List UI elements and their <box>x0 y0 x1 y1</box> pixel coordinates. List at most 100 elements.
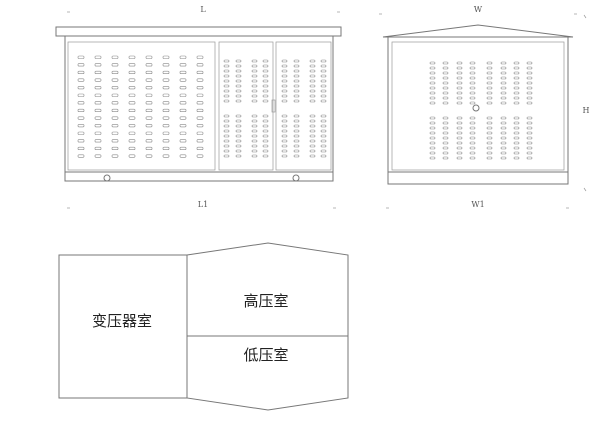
vent-slot <box>196 124 204 128</box>
vent-slot <box>429 101 436 105</box>
vent-slot <box>526 146 533 150</box>
vent-slot <box>179 108 187 112</box>
vent-slot <box>223 69 230 73</box>
vent-slot <box>486 156 493 160</box>
vent-slot <box>145 146 153 150</box>
vent-slot <box>309 144 316 148</box>
vent-slot <box>469 116 476 120</box>
vent-slot <box>179 131 187 135</box>
vent-slot <box>456 81 463 85</box>
vent-slot <box>429 156 436 160</box>
vent-slot <box>456 141 463 145</box>
vent-slot <box>196 78 204 82</box>
vent-slot <box>128 86 136 90</box>
vent-slot <box>111 108 119 112</box>
vent-slot <box>309 94 316 98</box>
vent-slot <box>179 86 187 90</box>
vent-slot <box>469 121 476 125</box>
vent-slot <box>235 99 242 103</box>
vent-slot <box>196 63 204 67</box>
vent-slot <box>162 86 170 90</box>
vent-slot <box>500 96 507 100</box>
vent-slot <box>469 66 476 70</box>
vent-slot <box>293 149 300 153</box>
vent-slot <box>429 136 436 140</box>
vent-slot <box>196 146 204 150</box>
vent-slot <box>429 61 436 65</box>
vent-slot <box>94 101 102 105</box>
vent-slot <box>309 84 316 88</box>
vent-slot <box>77 154 85 158</box>
vent-slot <box>281 69 288 73</box>
vent-slot <box>526 116 533 120</box>
vent-slot <box>162 55 170 59</box>
side-vents <box>429 61 533 160</box>
switch-rooms-outline <box>186 242 349 411</box>
vent-slot <box>469 146 476 150</box>
vent-slot <box>145 78 153 82</box>
vent-slot <box>469 126 476 130</box>
side-view: W H W1 <box>379 5 590 209</box>
vent-slot <box>309 139 316 143</box>
vent-slot <box>309 74 316 78</box>
vent-slot <box>223 99 230 103</box>
vent-slot <box>526 81 533 85</box>
vent-slot <box>429 96 436 100</box>
vent-slot <box>235 149 242 153</box>
vent-slot <box>486 91 493 95</box>
vent-slot <box>469 156 476 160</box>
vent-slot <box>281 139 288 143</box>
vent-slot <box>281 79 288 83</box>
vent-slot <box>500 146 507 150</box>
vent-slot <box>235 69 242 73</box>
vent-slot <box>456 91 463 95</box>
vent-slot <box>429 131 436 135</box>
vent-slot <box>196 101 204 105</box>
dim-label-L1: L1 <box>198 200 208 209</box>
vent-slot <box>526 61 533 65</box>
vent-slot <box>500 86 507 90</box>
vent-slot <box>469 131 476 135</box>
vent-slot <box>235 124 242 128</box>
vent-slot <box>486 116 493 120</box>
vent-slot <box>442 141 449 145</box>
vent-slot <box>235 129 242 133</box>
vent-slot <box>262 124 269 128</box>
vent-slot <box>235 154 242 158</box>
vent-slot <box>196 108 204 112</box>
vent-slot <box>145 101 153 105</box>
vent-slot <box>94 55 102 59</box>
vent-slot <box>111 101 119 105</box>
vent-slot <box>469 81 476 85</box>
vent-slot <box>500 126 507 130</box>
vent-slot <box>281 99 288 103</box>
door-left <box>218 41 274 171</box>
side-roof <box>382 24 574 38</box>
vent-slot <box>293 119 300 123</box>
vent-slot <box>223 84 230 88</box>
vent-slot <box>513 151 520 155</box>
vent-slot <box>442 96 449 100</box>
vent-slot <box>513 71 520 75</box>
base-bolt <box>103 174 111 182</box>
vent-slot <box>500 156 507 160</box>
dim-tick <box>583 14 587 19</box>
vent-slot <box>223 134 230 138</box>
vent-slot <box>94 108 102 112</box>
vent-slot <box>262 69 269 73</box>
vent-slot <box>262 119 269 123</box>
vent-slot <box>309 154 316 158</box>
vent-slot <box>179 78 187 82</box>
vent-slot <box>526 141 533 145</box>
vent-slot <box>320 94 327 98</box>
vent-slot <box>223 94 230 98</box>
vent-slot <box>442 81 449 85</box>
vent-slot <box>469 141 476 145</box>
vent-slot <box>262 74 269 78</box>
vent-slot <box>196 154 204 158</box>
vent-slot <box>251 149 258 153</box>
vent-slot <box>77 146 85 150</box>
vent-slot <box>262 64 269 68</box>
vent-slot <box>223 139 230 143</box>
vent-slot <box>223 149 230 153</box>
